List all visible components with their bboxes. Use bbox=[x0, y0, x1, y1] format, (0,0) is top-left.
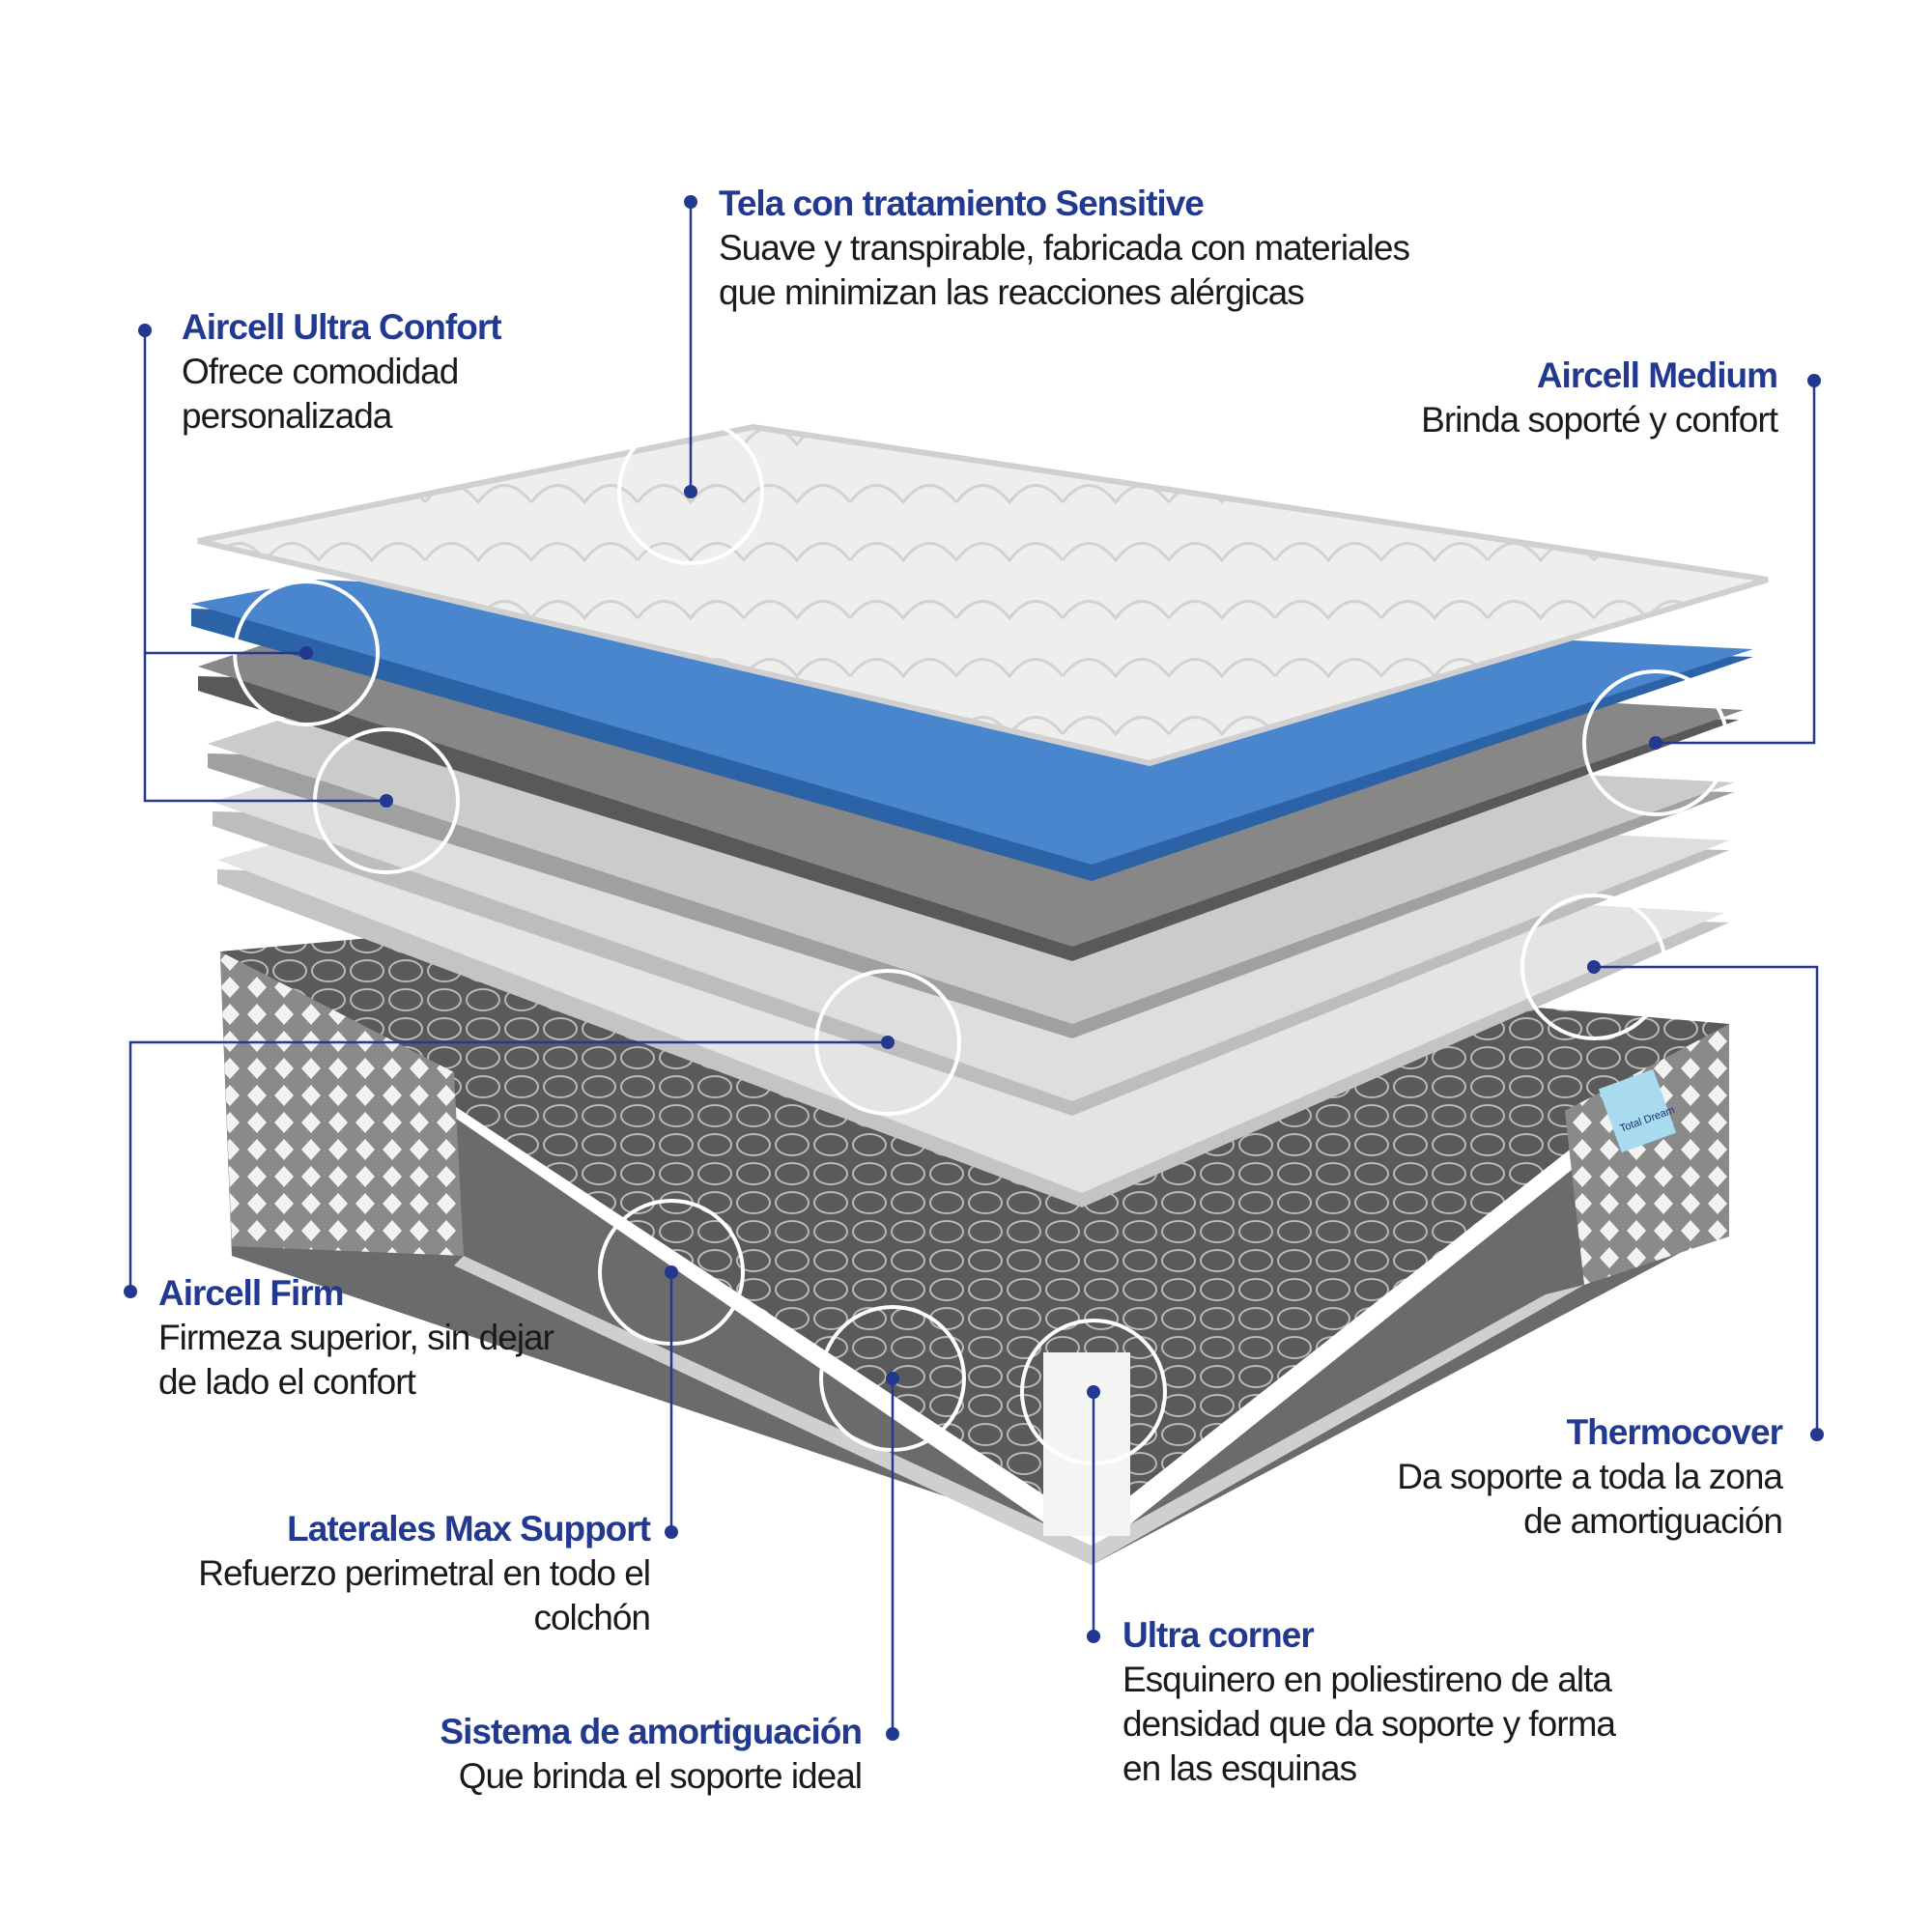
leader-lines bbox=[128, 202, 1819, 1734]
callout-title: Laterales Max Support bbox=[287, 1509, 651, 1548]
callout-title: Thermocover bbox=[1566, 1412, 1783, 1452]
callout-ultra-confort: Aircell Ultra Confort Ofrece comodidad p… bbox=[182, 305, 529, 439]
callout-title: Aircell Firm bbox=[158, 1273, 345, 1313]
callout-title: Tela con tratamiento Sensitive bbox=[719, 184, 1205, 223]
callout-desc: Brinda soporté y confort bbox=[1421, 400, 1778, 440]
callout-title: Aircell Ultra Confort bbox=[182, 307, 502, 347]
callout-medium: Aircell Medium Brinda soporté y confort bbox=[1352, 354, 1778, 442]
callout-desc: Ofrece comodidad personalizada bbox=[182, 352, 459, 436]
callout-thermocover: Thermocover Da soporte a toda la zona de… bbox=[1391, 1410, 1783, 1544]
ultra-corner-block bbox=[1043, 1352, 1130, 1536]
callout-ultra-corner: Ultra corner Esquinero en poliestireno d… bbox=[1122, 1613, 1644, 1791]
callout-desc: Que brinda el soporte ideal bbox=[458, 1756, 863, 1796]
brand-label: Total Dream bbox=[1598, 1068, 1676, 1153]
leader-dots bbox=[124, 195, 1824, 1741]
quilted-top-layer bbox=[197, 423, 1769, 767]
callout-title: Aircell Medium bbox=[1536, 355, 1778, 395]
callout-sistema: Sistema de amortiguación Que brinda el s… bbox=[367, 1710, 863, 1799]
callout-title: Sistema de amortiguación bbox=[440, 1712, 863, 1751]
callout-desc: Suave y transpirable, fabricada con mate… bbox=[719, 228, 1410, 312]
callout-desc: Da soporte a toda la zona de amortiguaci… bbox=[1397, 1457, 1783, 1541]
callout-laterales: Laterales Max Support Refuerzo perimetra… bbox=[164, 1507, 651, 1640]
callout-desc: Esquinero en poliestireno de alta densid… bbox=[1122, 1660, 1616, 1788]
callout-tela: Tela con tratamiento Sensitive Suave y t… bbox=[719, 182, 1414, 315]
callout-title: Ultra corner bbox=[1122, 1615, 1315, 1655]
callout-firm: Aircell Firm Firmeza superior, sin dejar… bbox=[158, 1271, 564, 1405]
callout-desc: Refuerzo perimetral en todo el colchón bbox=[198, 1553, 651, 1637]
callout-desc: Firmeza superior, sin dejar de lado el c… bbox=[158, 1318, 554, 1402]
